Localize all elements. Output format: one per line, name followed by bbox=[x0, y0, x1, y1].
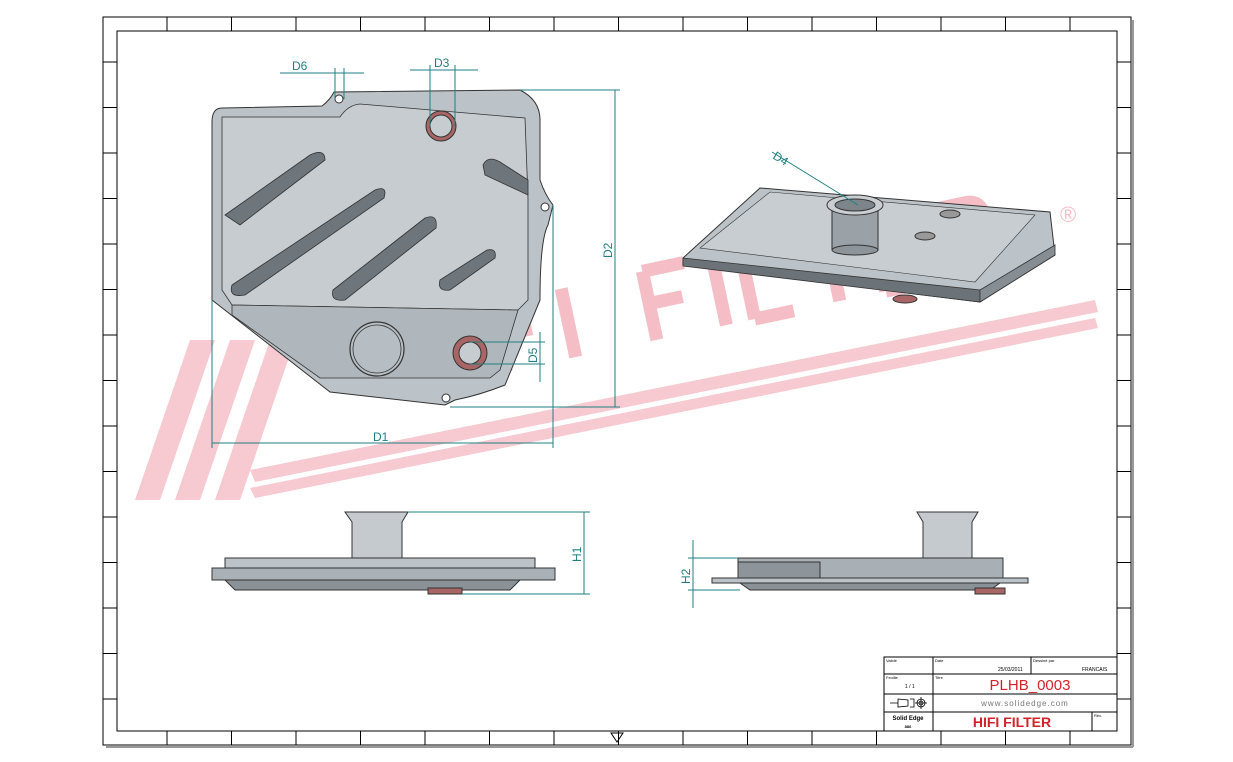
website-text: www.solidedge.com bbox=[980, 699, 1069, 708]
watermark-letter bbox=[636, 256, 685, 342]
front-view: H1 bbox=[211, 511, 590, 595]
software-sub: 886 bbox=[905, 724, 912, 729]
top-view bbox=[211, 89, 554, 406]
sheet-label: Feuille bbox=[886, 675, 899, 680]
drawing-title: PLHB_0003 bbox=[990, 677, 1071, 694]
dimensions-top-view: D1 D2 D3 D6 D5 bbox=[211, 56, 620, 448]
sheet-border bbox=[102, 16, 1134, 748]
dimension-d2: D2 bbox=[601, 242, 615, 258]
revision-label: Rév. bbox=[1094, 713, 1102, 718]
registered-mark: ® bbox=[1060, 202, 1076, 227]
dimension-h2: H2 bbox=[679, 568, 693, 584]
sheet-value: 1 / 1 bbox=[905, 684, 915, 690]
title-label: Titre bbox=[935, 675, 944, 680]
dimension-d1: D1 bbox=[373, 430, 389, 444]
validated-label: Validé bbox=[886, 658, 898, 663]
dimension-d3: D3 bbox=[434, 56, 450, 70]
dimension-d6: D6 bbox=[292, 59, 308, 73]
dimension-d4: D4 bbox=[770, 149, 791, 169]
date-value: 25/03/2011 bbox=[998, 667, 1023, 673]
center-mark-icon bbox=[610, 732, 624, 743]
dimension-h1: H1 bbox=[570, 546, 584, 562]
date-label: Date bbox=[935, 658, 944, 663]
drawn-by-label: Dessiné par bbox=[1033, 658, 1055, 663]
company-name: HIFI FILTER bbox=[973, 714, 1051, 730]
title-block: Validé Date 25/03/2011 Dessiné par FRANC… bbox=[883, 656, 1118, 732]
dimension-d5: D5 bbox=[526, 347, 540, 363]
software-name: Solid Edge bbox=[892, 716, 924, 722]
side-view: H2 bbox=[679, 511, 1029, 608]
drawn-by-value: FRANCAIS bbox=[1082, 667, 1108, 673]
projection-symbol-icon bbox=[890, 697, 927, 709]
watermark-letter bbox=[554, 287, 583, 359]
isometric-view: D4 bbox=[682, 149, 1056, 304]
